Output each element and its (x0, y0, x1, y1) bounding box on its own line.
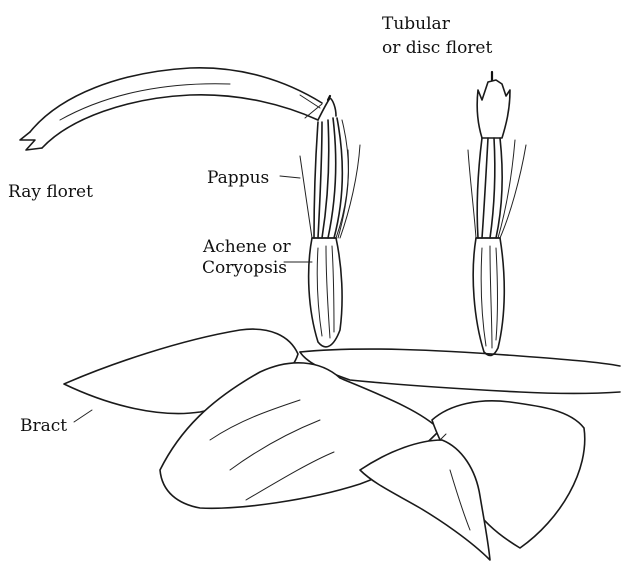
ray-floret-pappus (300, 118, 360, 238)
label-tubular-line2: or disc floret (382, 38, 492, 58)
ray-floret-achene (309, 238, 342, 347)
ray-floret-tube (318, 96, 336, 120)
label-achene-line2: Coryopsis (202, 258, 287, 278)
disc-floret-achene (473, 238, 504, 355)
bracts (64, 329, 585, 560)
label-pappus: Pappus (207, 168, 269, 188)
disc-floret-corolla (477, 72, 510, 138)
disc-floret-pappus (468, 138, 526, 238)
ray-floret-ligule (20, 68, 322, 150)
label-tubular-line1: Tubular (382, 14, 450, 34)
label-achene-line1: Achene or (203, 237, 291, 257)
label-ray-floret: Ray floret (8, 182, 93, 202)
label-bract: Bract (20, 416, 67, 436)
